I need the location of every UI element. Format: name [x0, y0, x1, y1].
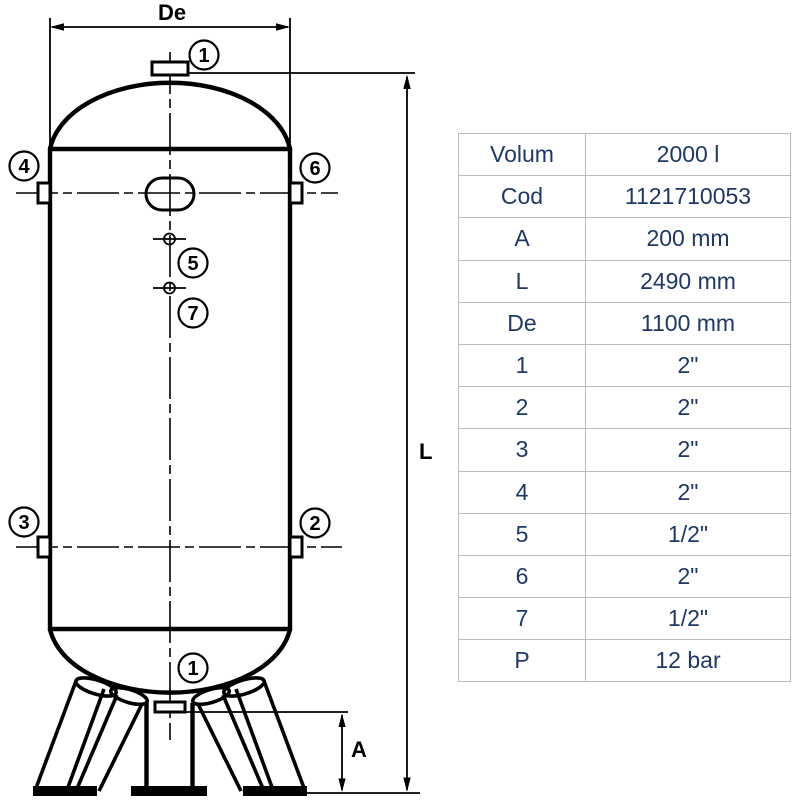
de-dimension-label: De	[158, 0, 186, 25]
table-row: 3 2"	[458, 428, 791, 472]
svg-text:2: 2	[309, 513, 320, 535]
table-row: L 2490 mm	[458, 259, 791, 303]
table-row: A 200 mm	[458, 217, 791, 261]
value-cell: 2"	[585, 428, 791, 472]
table-row: Volum 2000 l	[458, 132, 791, 177]
svg-text:4: 4	[18, 156, 30, 178]
right-outer-leg-weld	[222, 676, 266, 698]
de-arrow-left	[50, 23, 64, 31]
value-cell: 12 bar	[585, 639, 791, 683]
callout-center-lower-port: 7	[177, 297, 209, 329]
left-lower-nozzle	[36, 535, 52, 559]
support-legs	[33, 676, 307, 796]
param-cell: 4	[458, 470, 586, 514]
table-row: 2 2"	[458, 386, 791, 430]
value-cell: 1/2"	[585, 597, 791, 641]
param-cell: L	[458, 259, 586, 303]
table-row: 4 2"	[458, 470, 791, 514]
param-cell: De	[458, 301, 586, 345]
right-lower-nozzle	[288, 535, 304, 559]
right-upper-nozzle	[288, 181, 304, 205]
right-inner-leg-weld	[190, 685, 232, 707]
de-dimension: De	[49, 0, 291, 149]
value-cell: 2"	[585, 343, 791, 388]
l-arrow-top	[403, 74, 411, 89]
param-cell: P	[458, 639, 586, 683]
value-cell: 2"	[585, 554, 791, 599]
a-dimension: A	[185, 711, 367, 792]
value-cell: 2490 mm	[585, 259, 791, 303]
table-row: 1 2"	[458, 343, 791, 388]
table-row: 6 2"	[458, 554, 791, 599]
param-cell: 7	[458, 597, 586, 641]
table-row: De 1100 mm	[458, 301, 791, 345]
left-inner-leg-weld	[108, 685, 150, 707]
svg-text:1: 1	[198, 45, 209, 67]
bottom-port-nozzle	[144, 700, 195, 786]
param-cell: 3	[458, 428, 586, 472]
callout-right-lower-port: 2	[299, 507, 331, 539]
port-5-fitting	[153, 232, 186, 246]
value-cell: 2"	[585, 470, 791, 514]
callout-left-lower-port: 3	[8, 506, 40, 538]
port-7-fitting	[153, 281, 186, 295]
table-row: Cod 1121710053	[458, 175, 791, 219]
param-cell: Cod	[458, 175, 586, 219]
value-cell: 200 mm	[585, 217, 791, 261]
param-cell: 2	[458, 386, 586, 430]
param-cell: 6	[458, 554, 586, 599]
callout-right-upper-port: 6	[299, 152, 331, 184]
svg-text:1: 1	[187, 658, 198, 680]
l-arrow-bottom	[403, 777, 411, 792]
l-dimension-label: L	[419, 439, 432, 464]
top-dome	[47, 80, 293, 150]
callout-bottom-port: 1	[177, 652, 209, 684]
param-cell: 1	[458, 343, 586, 388]
l-dimension: L	[188, 72, 432, 794]
table-row: P 12 bar	[458, 639, 791, 683]
table-row: 5 1/2"	[458, 512, 791, 556]
left-outer-leg-weld	[74, 676, 118, 698]
de-arrow-right	[276, 23, 290, 31]
tank-drawing-svg: De L A	[8, 0, 432, 796]
tank-body	[47, 80, 293, 695]
svg-text:5: 5	[187, 253, 198, 275]
value-cell: 1100 mm	[585, 301, 791, 345]
a-arrow-bottom	[338, 778, 346, 792]
value-cell: 2"	[585, 386, 791, 430]
manhole	[144, 176, 196, 212]
spec-table: Volum 2000 l Cod 1121710053 A 200 mm L 2…	[458, 132, 791, 683]
svg-text:7: 7	[187, 303, 198, 325]
svg-text:6: 6	[309, 158, 320, 180]
param-cell: 5	[458, 512, 586, 556]
value-cell: 1121710053	[585, 175, 791, 219]
left-upper-nozzle	[36, 181, 52, 205]
callout-top-port: 1	[188, 39, 220, 71]
value-cell: 2000 l	[585, 132, 791, 177]
bottom-dome	[47, 628, 293, 695]
value-cell: 1/2"	[585, 512, 791, 556]
right-foot-plate	[243, 786, 307, 796]
top-port-nozzle	[150, 60, 190, 77]
callout-center-upper-port: 5	[177, 247, 209, 279]
param-cell: Volum	[458, 132, 586, 177]
param-cell: A	[458, 217, 586, 261]
center-foot-plate	[131, 786, 207, 796]
table-row: 7 1/2"	[458, 597, 791, 641]
vessel-technical-drawing: De L A	[8, 0, 432, 796]
a-dimension-label: A	[351, 737, 367, 762]
a-arrow-top	[338, 713, 346, 727]
svg-text:3: 3	[18, 512, 29, 534]
left-foot-plate	[33, 786, 97, 796]
callout-left-upper-port: 4	[8, 150, 40, 182]
